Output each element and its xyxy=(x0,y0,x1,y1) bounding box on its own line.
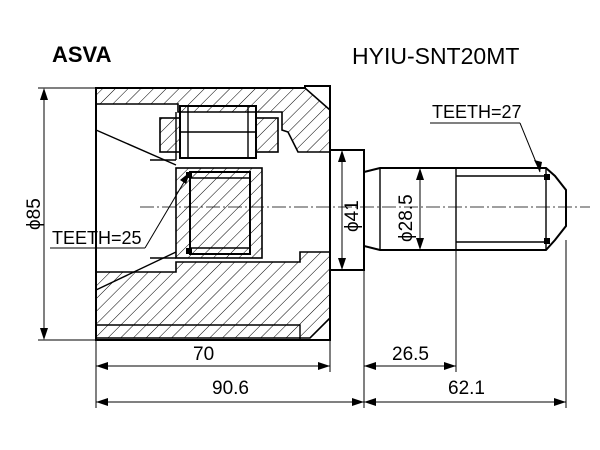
svg-text:ϕ85: ϕ85 xyxy=(24,198,45,230)
diameter-symbol: ϕ xyxy=(396,231,417,242)
output-shaft xyxy=(363,167,567,251)
shaft-diameter-value: 28.5 xyxy=(396,194,417,231)
svg-text:ϕ41: ϕ41 xyxy=(342,200,363,232)
svg-text:ϕ28.5: ϕ28.5 xyxy=(396,194,417,242)
dim-total-body-length: 90.6 xyxy=(96,378,364,406)
dim-shaft-diameter: ϕ28.5 xyxy=(396,168,424,250)
brand-label: ASVA xyxy=(52,42,112,67)
part-number-label: HYIU-SNT20MT xyxy=(352,43,519,69)
diameter-symbol: ϕ xyxy=(342,221,363,232)
dim-neck-diameter: ϕ41 xyxy=(338,150,363,270)
shaft-length-value: 26.5 xyxy=(392,344,429,365)
dim-body-diameter: ϕ85 xyxy=(24,87,96,341)
diameter-symbol: ϕ xyxy=(24,219,45,230)
ball-cage xyxy=(159,105,279,159)
teeth-outer-label: TEETH=27 xyxy=(432,102,522,122)
teeth-inner-label: TEETH=25 xyxy=(52,228,142,248)
neck-diameter-value: 41 xyxy=(342,200,363,221)
dim-shaft-length: 26.5 xyxy=(364,344,456,370)
dim-body-length: 70 xyxy=(96,344,330,370)
inner-race xyxy=(175,167,263,259)
dim-total-shaft-length: 62.1 xyxy=(364,378,566,406)
teeth-leaders xyxy=(50,122,542,249)
body-length-value: 70 xyxy=(193,344,214,365)
body-diameter-value: 85 xyxy=(24,198,45,219)
total-body-length-value: 90.6 xyxy=(212,378,249,399)
total-shaft-length-value: 62.1 xyxy=(448,378,485,399)
housing-body xyxy=(95,85,331,341)
